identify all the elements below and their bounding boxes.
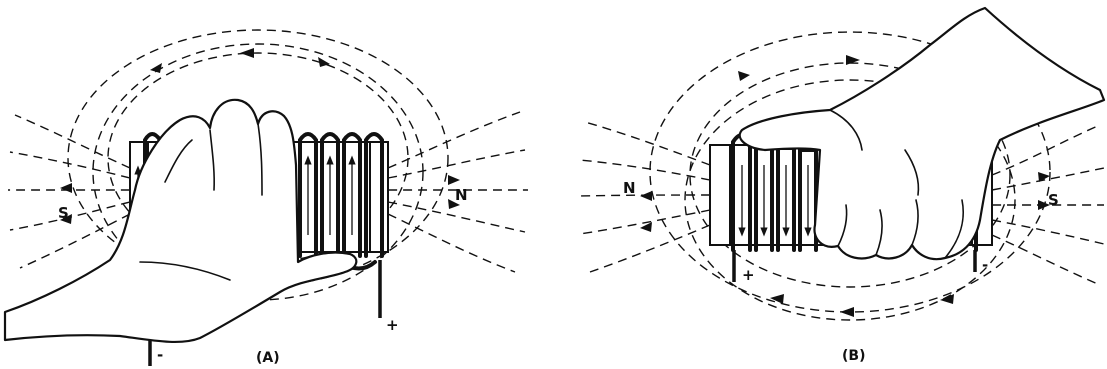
figure-b: N S + - (B) [578,8,1104,364]
figure-a-pole-left: S [58,204,69,222]
field-arrow [840,307,854,317]
figure-b-caption: (B) [842,348,865,364]
figure-b-pole-left: N [623,179,636,197]
field-line [388,214,515,272]
field-arrow [770,294,784,304]
field-arrow [448,175,460,185]
figure-a-pole-right: N [455,186,468,204]
field-line [388,202,525,232]
figure-a-positive-sign: + [386,316,399,334]
field-arrow [640,222,652,232]
field-line [590,225,710,272]
field-arrow [640,191,652,201]
figure-b-pole-right: S [1048,191,1059,209]
figure-b-negative-sign: - [982,256,988,274]
field-line [992,235,1100,285]
field-arrow [940,294,954,304]
figure-a-caption: (A) [256,350,280,366]
field-arrow [150,63,162,73]
figure-b-core-left-face [710,145,730,245]
figure-a-negative-sign: - [157,346,163,364]
field-arrow [240,48,254,58]
field-line [15,115,130,168]
field-line [580,210,710,234]
field-line [992,168,1104,190]
figure-a: S N + - (A) [5,30,528,366]
field-arrow [738,71,750,81]
figure-a-core-right-face [370,142,388,252]
field-line [585,122,710,165]
figure-b-positive-sign: + [742,266,755,284]
field-arrow [60,183,72,193]
field-line [388,112,520,168]
